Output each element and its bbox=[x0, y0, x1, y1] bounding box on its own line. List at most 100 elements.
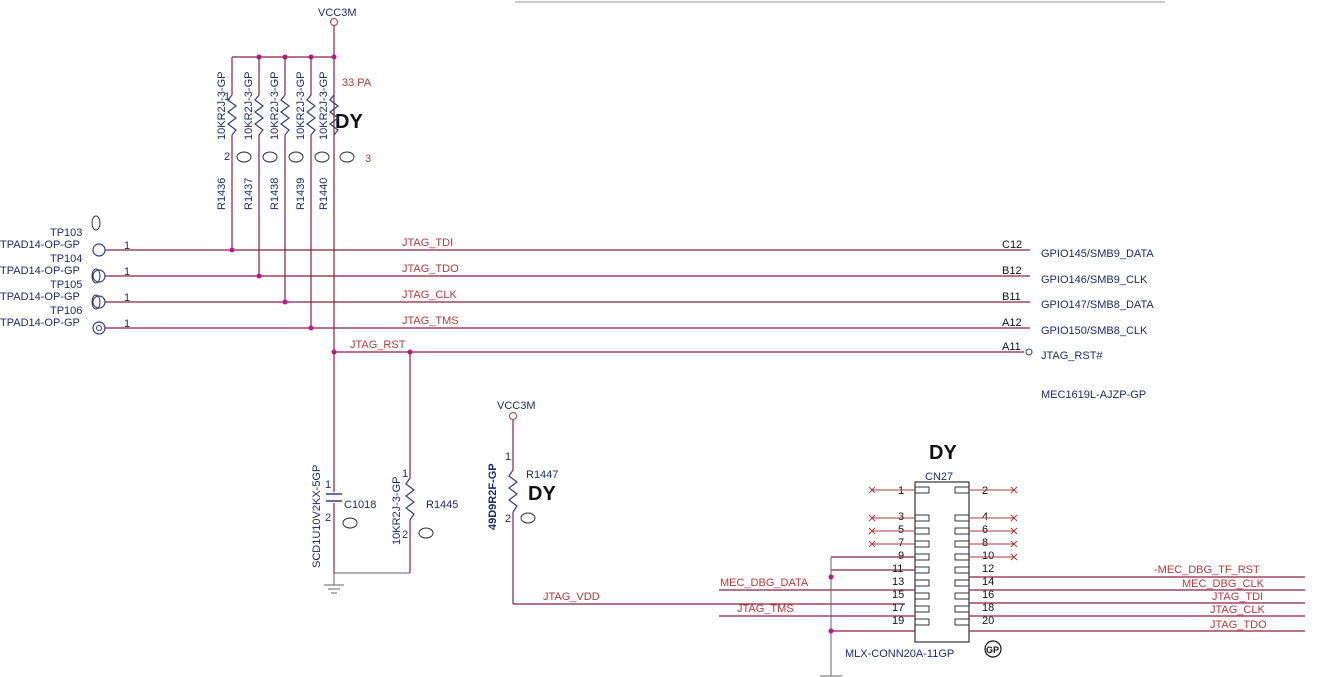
tp105-part: TPAD14-OP-GP bbox=[0, 291, 80, 303]
tp104-ref: TP104 bbox=[50, 253, 82, 265]
resistor-r1438: 10KR2J-3-GP R1438 bbox=[269, 57, 290, 302]
mcu-pin-name-a11: JTAG_RST# bbox=[1041, 350, 1103, 362]
r1447-ref: R1447 bbox=[526, 469, 558, 481]
dy-mark-mid: DY bbox=[528, 483, 556, 505]
r1447-part: 49D9R2F-GP bbox=[487, 463, 499, 530]
net-label-mec-dbg-data: MEC_DBG_DATA bbox=[720, 577, 809, 589]
tp106-part: TPAD14-OP-GP bbox=[0, 317, 80, 329]
tp105-ref: TP105 bbox=[50, 279, 82, 291]
net-label-cn-jtag-tms: JTAG_TMS bbox=[737, 603, 794, 615]
c1018-part: SCD1U10V2KX-5GP bbox=[311, 465, 323, 568]
tp106-pin: 1 bbox=[124, 318, 130, 330]
cn-pin-16: 16 bbox=[982, 589, 994, 601]
c1018-ref: C1018 bbox=[344, 499, 376, 511]
mcu-pin-num-b12: B12 bbox=[1002, 265, 1022, 277]
mcu-pin-num-c12: C12 bbox=[1002, 239, 1022, 251]
mcu-pin-name-a12: GPIO150/SMB8_CLK bbox=[1041, 325, 1148, 337]
cn-pin-3: 3 bbox=[898, 511, 904, 523]
cn-pin-13: 13 bbox=[892, 576, 904, 588]
r1436-pin1: 1 bbox=[224, 91, 230, 103]
cn-pin-6: 6 bbox=[982, 524, 988, 536]
connector-ref: CN27 bbox=[925, 471, 953, 483]
cn-pin-18: 18 bbox=[982, 602, 994, 614]
power-symbol-mid bbox=[509, 412, 517, 420]
r1445-part: 10KR2J-3-GP bbox=[391, 477, 403, 545]
c1018-pin2: 2 bbox=[325, 512, 331, 524]
connector-part: MLX-CONN20A-11GP bbox=[845, 648, 954, 660]
net-label-jtag-clk: JTAG_CLK bbox=[402, 289, 457, 301]
ground-symbol-left bbox=[324, 573, 344, 594]
testpoint-tp103: TP103 TPAD14-OP-GP 1 bbox=[0, 215, 130, 257]
r1437-ref: R1437 bbox=[243, 178, 255, 210]
net-label-jtag-vdd: JTAG_VDD bbox=[543, 591, 600, 603]
mcu-pin-name-c12: GPIO145/SMB9_DATA bbox=[1041, 248, 1154, 260]
c1018-pin1: 1 bbox=[325, 479, 331, 491]
cn-pin-5: 5 bbox=[898, 524, 904, 536]
testpoint-tp104: TP104 TPAD14-OP-GP 1 bbox=[0, 253, 130, 284]
r1447-pin1: 1 bbox=[505, 451, 511, 463]
tp104-pin: 1 bbox=[124, 266, 130, 278]
net-label-jtag-rst: JTAG_RST bbox=[350, 339, 406, 351]
tp104-part: TPAD14-OP-GP bbox=[0, 265, 80, 277]
tp103-pin: 1 bbox=[124, 240, 130, 252]
power-label-mid: VCC3M bbox=[497, 400, 536, 412]
net-label-jtag-tdo: JTAG_TDO bbox=[402, 263, 459, 275]
r1436-pin2: 2 bbox=[224, 151, 230, 163]
net-label-jtag-tdi: JTAG_TDI bbox=[402, 237, 453, 249]
resistor-r1439: 10KR2J-3-GP R1439 bbox=[295, 57, 316, 328]
cn-pin-19: 19 bbox=[892, 615, 904, 627]
gp-logo: GP bbox=[984, 640, 1002, 658]
mcu-part: MEC1619L-AJZP-GP bbox=[1041, 389, 1146, 401]
r1438-ref: R1438 bbox=[269, 178, 281, 210]
mcu-pin-a11-bubble bbox=[1025, 348, 1033, 356]
r1436-ref: R1436 bbox=[216, 178, 228, 210]
top-note-2: 3 bbox=[365, 153, 371, 165]
net-label-jtag-tms: JTAG_TMS bbox=[402, 315, 459, 327]
resistor-r1437: 10KR2J-3-GP R1437 bbox=[243, 57, 264, 276]
mcu-pin-num-a11: A11 bbox=[1002, 341, 1021, 353]
power-symbol-top bbox=[330, 18, 338, 26]
tp103-ref: TP103 bbox=[50, 227, 82, 239]
tp106-ref: TP106 bbox=[50, 305, 82, 317]
r1437-part: 10KR2J-3-GP bbox=[243, 72, 255, 140]
cn-pin-20: 20 bbox=[982, 615, 994, 627]
r1438-part: 10KR2J-3-GP bbox=[269, 72, 281, 140]
cn-pin-9: 9 bbox=[898, 550, 904, 562]
cn-pin-4: 4 bbox=[982, 511, 988, 523]
net-label-mec-dbg-tf-rst: -MEC_DBG_TF_RST bbox=[1154, 564, 1260, 576]
gp-marks-row bbox=[236, 151, 355, 163]
r1445-pin1: 1 bbox=[402, 468, 408, 480]
mcu-pin-num-a12: A12 bbox=[1002, 317, 1022, 329]
mcu-pin-name-b11: GPIO147/SMB8_DATA bbox=[1041, 299, 1154, 311]
r1445-pin2: 2 bbox=[402, 529, 408, 541]
testpoint-tp106: TP106 TPAD14-OP-GP 1 bbox=[0, 305, 130, 335]
cn-pin-14: 14 bbox=[982, 576, 994, 588]
cn-pin-1: 1 bbox=[898, 485, 904, 497]
resistor-r1447: R1447 49D9R2F-GP 1 2 bbox=[487, 451, 558, 530]
resistor-r1440: 10KR2J-3-GP R1440 bbox=[318, 72, 339, 210]
cn-pin-2: 2 bbox=[982, 485, 988, 497]
r1436-part: 10KR2J-3-GP bbox=[216, 72, 228, 140]
tp103-part: TPAD14-OP-GP bbox=[0, 239, 80, 251]
r1440-ref: R1440 bbox=[318, 178, 330, 210]
mcu-pin-name-b12: GPIO146/SMB9_CLK bbox=[1041, 274, 1148, 286]
cn-pin-7: 7 bbox=[898, 537, 904, 549]
capacitor-c1018: C1018 SCD1U10V2KX-5GP 1 2 bbox=[311, 465, 376, 568]
cn-pin-17: 17 bbox=[892, 602, 904, 614]
top-note: 33 PA bbox=[342, 77, 372, 89]
r1445-ref: R1445 bbox=[426, 499, 458, 511]
net-label-cn-jtag-clk: JTAG_CLK bbox=[1210, 604, 1265, 616]
gp-logo-text: GP bbox=[986, 645, 999, 655]
r1440-part: 10KR2J-3-GP bbox=[318, 72, 330, 140]
power-label-top: VCC3M bbox=[318, 7, 357, 19]
cn-pin-11: 11 bbox=[892, 563, 903, 575]
cn-pin-15: 15 bbox=[892, 589, 904, 601]
cn-pin-8: 8 bbox=[982, 537, 988, 549]
tp105-pin: 1 bbox=[124, 292, 130, 304]
testpoint-tp105: TP105 TPAD14-OP-GP 1 bbox=[0, 279, 130, 310]
r1447-pin2: 2 bbox=[505, 513, 511, 525]
net-label-cn-jtag-tdi: JTAG_TDI bbox=[1212, 591, 1263, 603]
cn-pin-10: 10 bbox=[982, 550, 994, 562]
net-label-cn-jtag-tdo: JTAG_TDO bbox=[1210, 619, 1267, 631]
